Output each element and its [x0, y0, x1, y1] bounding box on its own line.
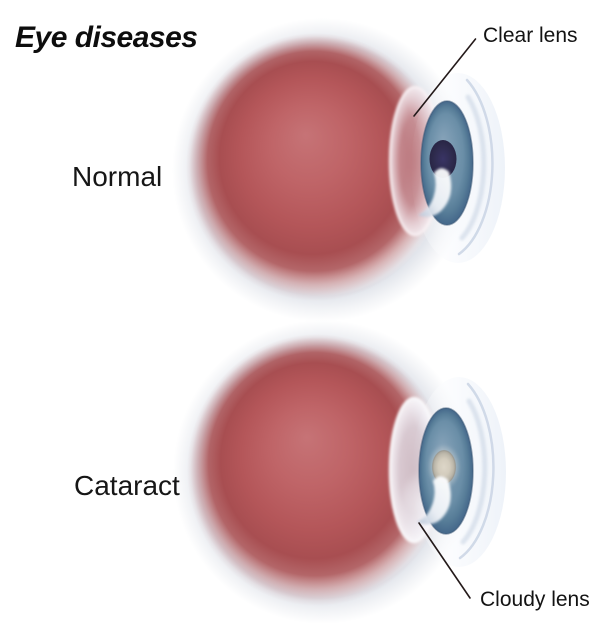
normal-eye-sclera	[186, 33, 446, 301]
cataract-eye-illustration	[173, 320, 506, 624]
normal-eye-cornea-inner-edge	[459, 94, 487, 241]
clear-lens-annotation: Clear lens	[483, 24, 578, 47]
normal-eye-pupil	[429, 140, 457, 178]
cataract-eye-lens-highlight	[417, 476, 451, 525]
cataract-eye-cornea-inner-edge	[460, 398, 488, 545]
normal-eye-illustration	[172, 18, 505, 322]
normal-eye-lens-highlight	[418, 168, 452, 217]
cataract-eye-cornea-outer-edge	[458, 382, 495, 560]
normal-condition-label: Normal	[72, 161, 163, 192]
cataract-eye-sclera	[187, 334, 447, 606]
page-title: Eye diseases	[15, 21, 198, 54]
cloudy-lens-pointer-line	[418, 522, 471, 599]
normal-eye-cornea-outer-edge	[457, 78, 494, 256]
cataract-condition-label: Cataract	[74, 470, 180, 501]
clear-lens-pointer-line	[413, 38, 477, 117]
cloudy-lens-annotation: Cloudy lens	[480, 588, 590, 611]
